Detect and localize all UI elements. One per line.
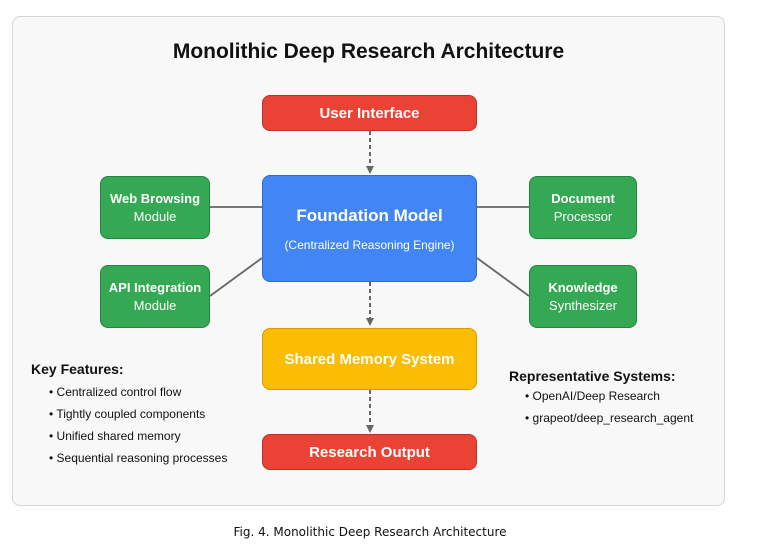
knowledge-synthesizer-box: Knowledge Synthesizer — [529, 265, 637, 328]
link-knowledge — [476, 257, 530, 297]
research-output-box: Research Output — [262, 434, 477, 470]
shared-memory-label: Shared Memory System — [284, 350, 455, 368]
document-processor-box: Document Processor — [529, 176, 637, 239]
web-browsing-title: Web Browsing — [109, 190, 201, 206]
api-integration-title: API Integration — [108, 279, 202, 295]
web-browsing-subtitle: Module — [133, 208, 177, 224]
representative-systems-heading: Representative Systems: — [509, 368, 676, 384]
representative-systems-list: • OpenAI/Deep Research • grapeot/deep_re… — [525, 385, 693, 429]
diagram-title: Monolithic Deep Research Architecture — [172, 40, 565, 63]
link-api-integration — [209, 257, 263, 297]
api-integration-box: API Integration Module — [100, 265, 210, 328]
knowledge-synthesizer-title: Knowledge — [548, 279, 618, 295]
document-processor-subtitle: Processor — [553, 208, 613, 224]
list-item: • grapeot/deep_research_agent — [525, 411, 694, 425]
user-interface-label: User Interface — [319, 104, 420, 122]
list-item: • Centralized control flow — [49, 385, 182, 399]
list-item: • Sequential reasoning processes — [49, 451, 228, 465]
document-processor-title: Document — [551, 190, 615, 206]
knowledge-synthesizer-subtitle: Synthesizer — [549, 297, 617, 313]
list-item: • OpenAI/Deep Research — [525, 389, 660, 403]
key-features-heading: Key Features: — [31, 361, 124, 377]
foundation-model-title: Foundation Model — [296, 205, 443, 225]
foundation-model-subtitle: (Centralized Reasoning Engine) — [284, 237, 455, 252]
shared-memory-box: Shared Memory System — [262, 328, 477, 390]
figure-caption: Fig. 4. Monolithic Deep Research Archite… — [233, 525, 507, 539]
key-features-list: • Centralized control flow • Tightly cou… — [49, 381, 227, 469]
research-output-label: Research Output — [309, 443, 430, 461]
user-interface-box: User Interface — [262, 95, 477, 131]
foundation-model-box: Foundation Model (Centralized Reasoning … — [262, 175, 477, 282]
list-item: • Unified shared memory — [49, 429, 181, 443]
api-integration-subtitle: Module — [133, 297, 177, 313]
list-item: • Tightly coupled components — [49, 407, 206, 421]
web-browsing-box: Web Browsing Module — [100, 176, 210, 239]
